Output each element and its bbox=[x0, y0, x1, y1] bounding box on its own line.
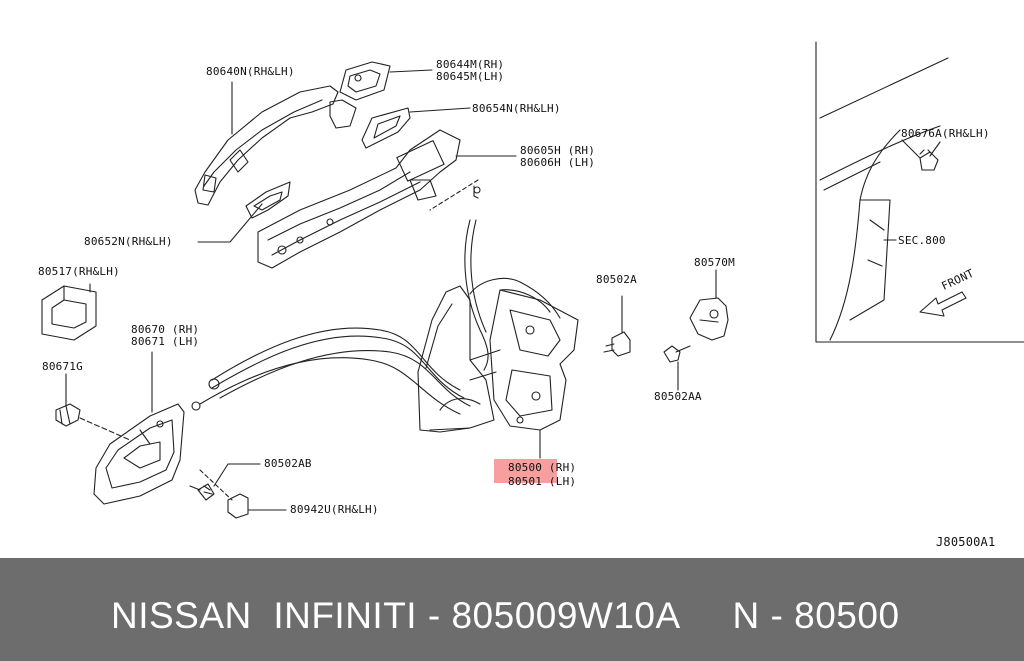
inside-handle-80670 bbox=[93, 403, 185, 505]
highlight-80500 bbox=[494, 459, 557, 483]
label-80570m: 80570M bbox=[694, 256, 735, 269]
label-80676a: 80676A(RH&LH) bbox=[901, 127, 990, 140]
label-80517: 80517(RH&LH) bbox=[38, 265, 120, 278]
inset-frame bbox=[815, 41, 1024, 343]
diagram-code: J80500A1 bbox=[936, 535, 996, 549]
lock-body-80500 bbox=[417, 285, 495, 433]
label-80942u: 80942U(RH&LH) bbox=[290, 503, 379, 516]
diagram-drawing bbox=[41, 41, 1024, 519]
pad-80517 bbox=[41, 285, 97, 341]
label-80502ab: 80502AB bbox=[264, 457, 312, 470]
clip-80671g bbox=[55, 403, 81, 427]
striker-80570m bbox=[689, 297, 729, 341]
outside-handle-80640n bbox=[194, 85, 339, 206]
gasket-80654n bbox=[361, 107, 411, 149]
escutcheon-80644m bbox=[339, 61, 391, 101]
label-80652n: 80652N(RH&LH) bbox=[84, 235, 173, 248]
label-80654n: 80654N(RH&LH) bbox=[472, 102, 561, 115]
label-80671g: 80671G bbox=[42, 360, 83, 373]
label-80500: 80500 (RH) bbox=[508, 461, 577, 474]
caption-bar bbox=[0, 558, 1024, 661]
label-80670: 80670 (RH) bbox=[131, 323, 200, 336]
label-80606h: 80606H (LH) bbox=[520, 156, 596, 169]
label-80640n: 80640N(RH&LH) bbox=[206, 65, 295, 78]
rod-cable bbox=[211, 327, 461, 391]
front-arrow bbox=[919, 291, 967, 317]
label-80644m: 80644M(RH) bbox=[436, 58, 505, 71]
label-80502aa: 80502AA bbox=[654, 390, 702, 403]
label-sec800: SEC.800 bbox=[898, 234, 946, 247]
label-80502a: 80502A bbox=[596, 273, 637, 286]
label-80645m: 80645M(LH) bbox=[436, 70, 505, 83]
bolt-80502a bbox=[611, 331, 631, 357]
handle-frame-80605h bbox=[257, 129, 461, 269]
gasket-80652n bbox=[245, 181, 291, 219]
label-80605h: 80605H (RH) bbox=[520, 144, 596, 157]
clip-80942u bbox=[227, 493, 249, 519]
label-80671: 80671 (LH) bbox=[131, 335, 200, 348]
parts-diagram: 80640N(RH&LH) 80644M(RH) 80645M(LH) 8065… bbox=[38, 41, 1024, 549]
screw-80502aa bbox=[663, 345, 681, 363]
part-caption: NISSAN INFINITI - 805009W10A N - 80500 bbox=[111, 595, 900, 636]
label-80501: 80501 (LH) bbox=[508, 475, 577, 488]
